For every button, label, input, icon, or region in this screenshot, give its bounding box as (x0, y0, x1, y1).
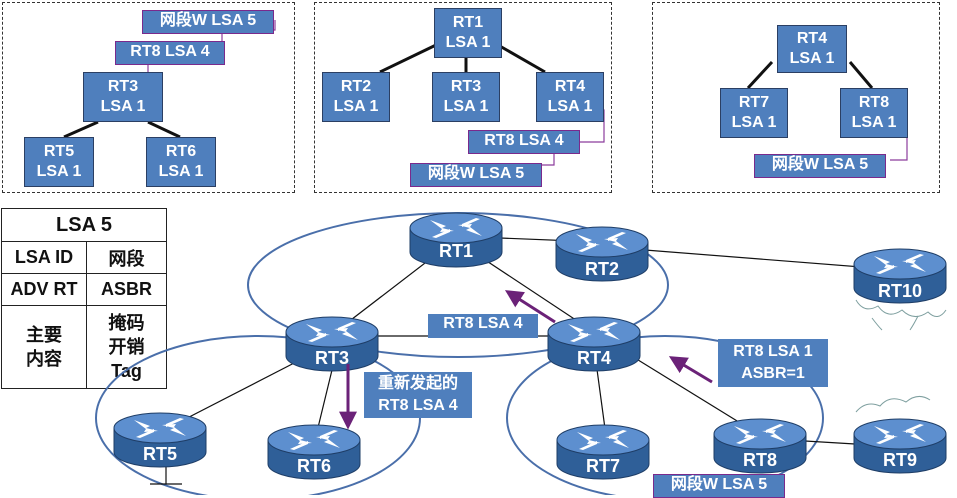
svg-text:RT2: RT2 (585, 259, 619, 279)
right-node-rt7: RT7 LSA 1 (720, 88, 788, 138)
right-tag-netw-lsa5: 网段W LSA 5 (754, 154, 886, 178)
lsa5-content-key: 主要 内容 (1, 305, 87, 389)
svg-text:RT5: RT5 (143, 444, 177, 464)
router-rt2: RT2 (555, 226, 649, 282)
panel-right (652, 2, 940, 193)
label-regenerated-rt8-lsa4: 重新发起的 RT8 LSA 4 (364, 372, 472, 418)
router-rt4: RT4 (547, 316, 641, 372)
area-2-ellipse (506, 335, 824, 495)
panel-left (2, 2, 295, 193)
mid-tag-netw-lsa5: 网段W LSA 5 (410, 163, 542, 187)
router-rt1: RT1 (409, 212, 503, 268)
router-rt7: RT7 (556, 424, 650, 480)
svg-text:RT8: RT8 (743, 450, 777, 470)
router-rt8: RT8 (713, 418, 807, 474)
mid-node-rt1: RT1 LSA 1 (434, 8, 502, 58)
lsa5-row-value: 网段 (86, 241, 167, 274)
left-tag-netw-lsa5: 网段W LSA 5 (142, 10, 274, 34)
right-node-rt8: RT8 LSA 1 (840, 88, 908, 138)
router-rt10: RT10 (853, 248, 947, 304)
mid-tag-rt8-lsa4: RT8 LSA 4 (468, 130, 580, 154)
mid-node-rt4: RT4 LSA 1 (536, 72, 604, 122)
panel-middle (314, 2, 612, 193)
arrow-rt4-to-rt1 (504, 290, 556, 324)
label-rt8-lsa1-asbr: RT8 LSA 1 ASBR=1 (718, 339, 828, 387)
lsa5-row-key: ADV RT (1, 273, 87, 306)
left-node-rt5: RT5 LSA 1 (24, 137, 94, 187)
lsa5-table: LSA 5 LSA ID 网段 ADV RT ASBR 主要 内容 掩码 开销 … (1, 208, 167, 389)
lsa5-row-value: ASBR (86, 273, 167, 306)
svg-text:RT3: RT3 (315, 348, 349, 368)
svg-text:RT6: RT6 (297, 456, 331, 476)
router-rt9: RT9 (853, 418, 947, 474)
router-rt6: RT6 (267, 424, 361, 480)
label-netw-lsa5-bottom: 网段W LSA 5 (653, 474, 785, 498)
left-node-rt6: RT6 LSA 1 (146, 137, 216, 187)
svg-text:RT10: RT10 (878, 281, 922, 301)
svg-text:RT1: RT1 (439, 241, 473, 261)
svg-text:RT9: RT9 (883, 450, 917, 470)
right-node-rt4: RT4 LSA 1 (777, 25, 847, 73)
label-rt8-lsa4: RT8 LSA 4 (428, 314, 538, 338)
mid-node-rt3: RT3 LSA 1 (432, 72, 500, 122)
router-rt3: RT3 (285, 316, 379, 372)
arrow-rt8-to-rt4 (668, 356, 713, 384)
mid-node-rt2: RT2 LSA 1 (322, 72, 390, 122)
left-tag-rt8-lsa4: RT8 LSA 4 (115, 41, 225, 65)
svg-text:RT4: RT4 (577, 348, 611, 368)
area-1-ellipse (95, 335, 421, 495)
router-rt5: RT5 (113, 412, 207, 468)
svg-text:RT7: RT7 (586, 456, 620, 476)
left-node-rt3: RT3 LSA 1 (83, 72, 163, 122)
